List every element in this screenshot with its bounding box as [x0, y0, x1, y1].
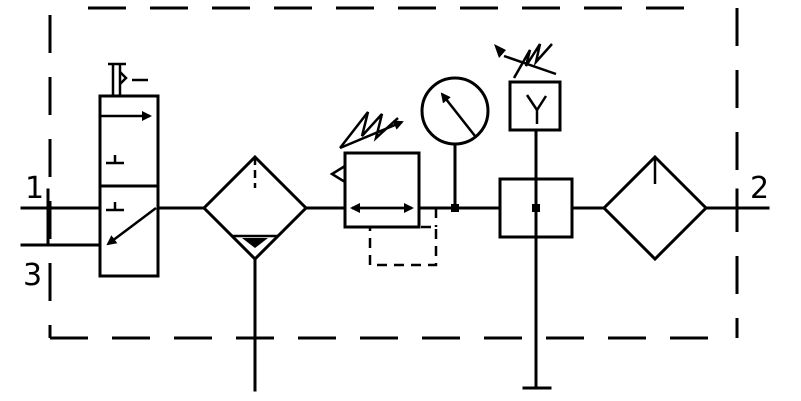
adjustable-spring-icon-2: [494, 43, 557, 79]
port-label-outlet: 2: [750, 171, 769, 206]
lubricator: [601, 154, 709, 262]
manual-operator-icon: [108, 62, 148, 96]
port-label-inlet: 1: [25, 171, 44, 206]
pressure-gauge: [420, 76, 490, 212]
pressure-regulator: [329, 111, 438, 267]
port-label-exhaust: 3: [23, 258, 42, 293]
relief-pilot: [368, 225, 438, 267]
pressure-switch: [494, 43, 562, 132]
distribution-block: [498, 128, 574, 390]
filter-with-drain: [201, 154, 309, 392]
block-junction-dot: [532, 204, 540, 212]
enclosure-boundary: [48, 6, 739, 340]
adjustable-spring-icon: [339, 111, 404, 150]
shutoff-valve-3-2: [98, 62, 160, 278]
gauge-junction-dot: [451, 204, 459, 212]
